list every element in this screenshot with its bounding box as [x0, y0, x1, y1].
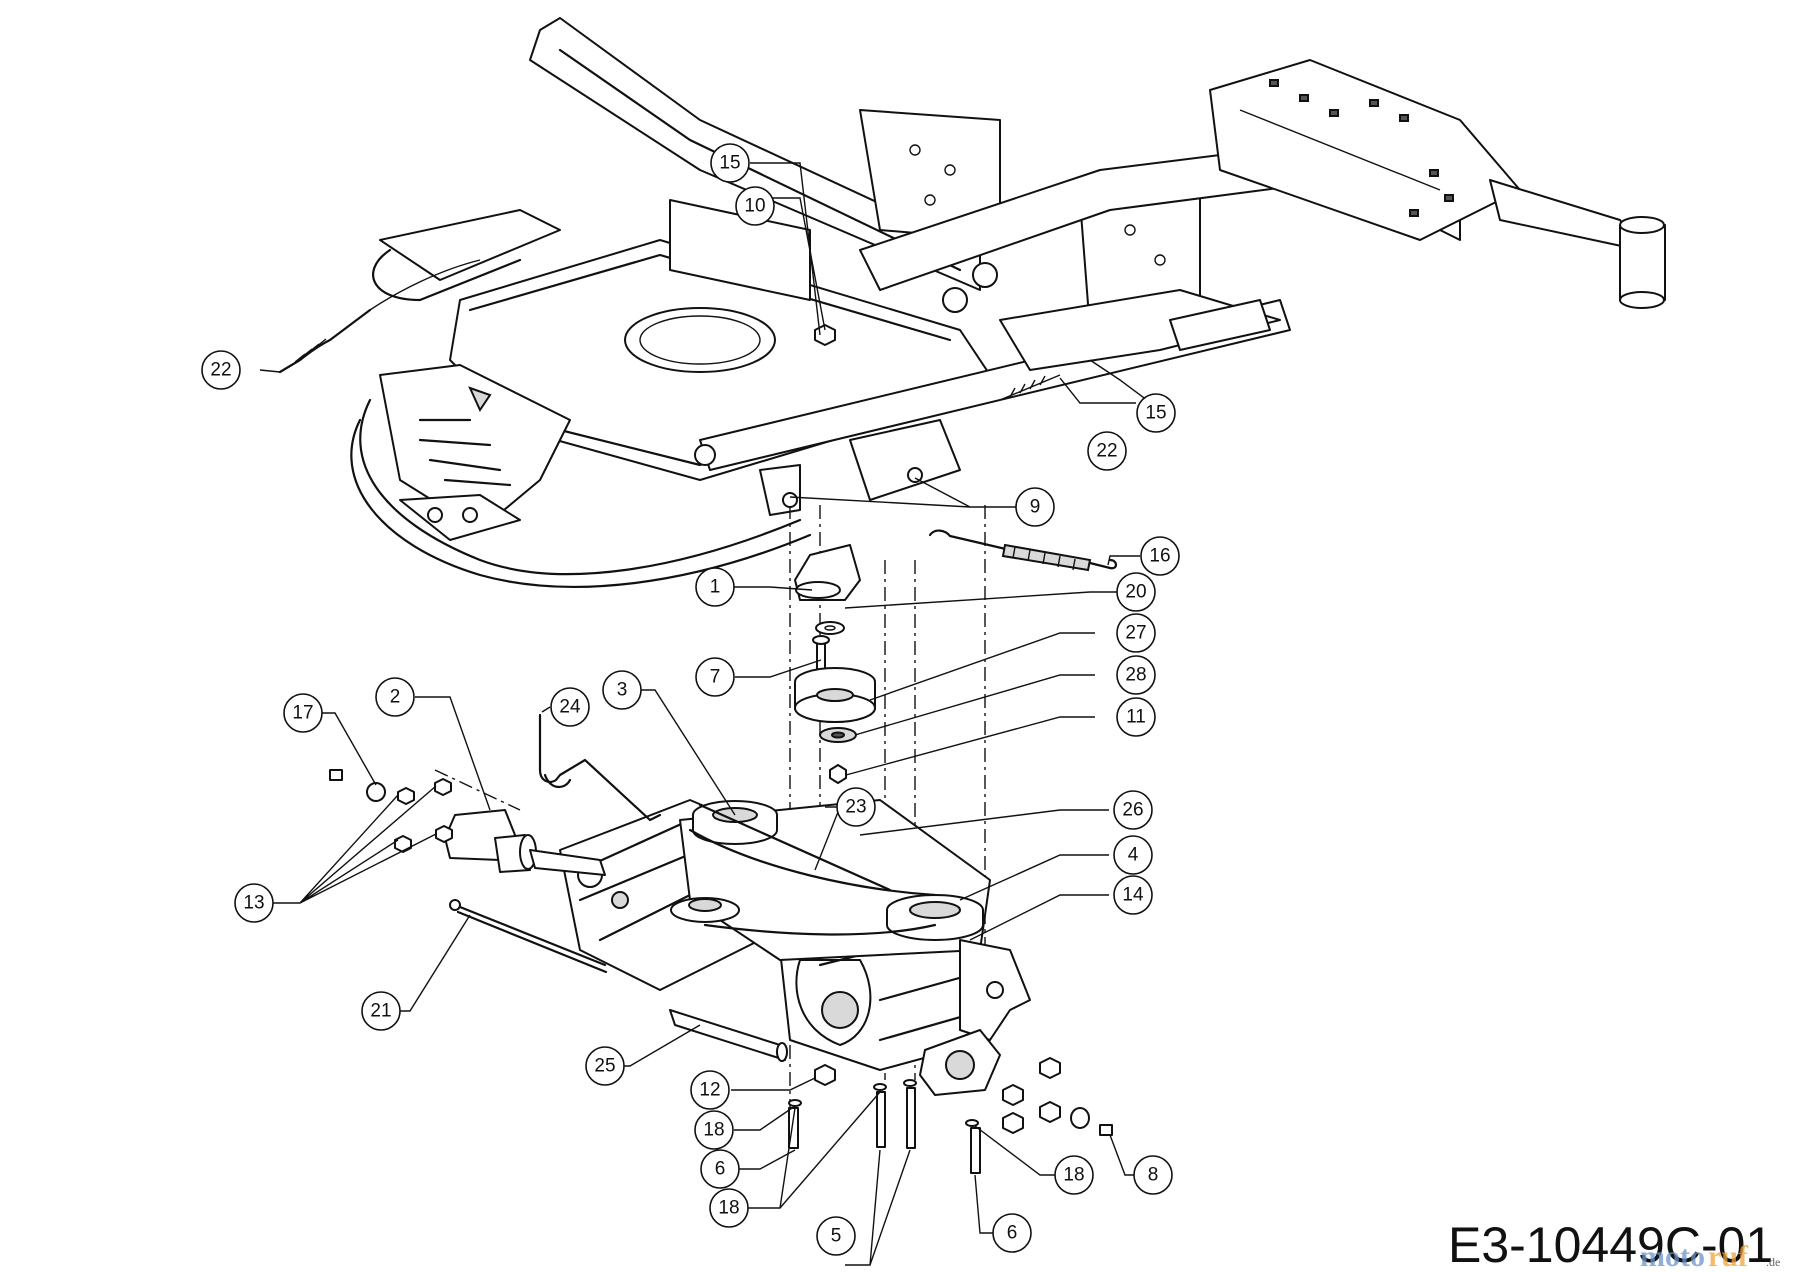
callout-15-right: 15: [1136, 393, 1176, 433]
svg-text:25: 25: [594, 1056, 615, 1077]
svg-text:5: 5: [831, 1226, 842, 1247]
callout-4: 4: [1113, 835, 1153, 875]
svg-text:ruf: ruf: [1708, 1240, 1749, 1272]
callout-24: 24: [550, 687, 590, 727]
callout-21: 21: [361, 991, 401, 1031]
callout-26: 26: [1113, 790, 1153, 830]
svg-text:18: 18: [703, 1120, 724, 1141]
svg-text:28: 28: [1125, 665, 1146, 686]
callout-27: 27: [1116, 613, 1156, 653]
svg-text:15: 15: [719, 153, 740, 174]
callout-28: 28: [1116, 655, 1156, 695]
callout-23: 23: [836, 787, 876, 827]
extension-spring: [928, 529, 1118, 572]
drawing-code: E3-10449C-01: [1448, 1217, 1773, 1272]
svg-text:24: 24: [559, 697, 581, 718]
callout-18-a: 18: [694, 1110, 734, 1150]
svg-text:7: 7: [710, 667, 721, 688]
callout-3: 3: [602, 670, 642, 710]
callout-7: 7: [695, 657, 735, 697]
svg-text:3: 3: [617, 680, 628, 701]
svg-text:18: 18: [718, 1198, 739, 1219]
svg-text:9: 9: [1030, 497, 1041, 518]
callout-12: 12: [690, 1070, 730, 1110]
svg-text:15: 15: [1145, 403, 1166, 424]
svg-text:16: 16: [1149, 546, 1170, 567]
svg-text:4: 4: [1128, 845, 1139, 866]
callout-11: 11: [1116, 697, 1156, 737]
svg-text:14: 14: [1122, 885, 1144, 906]
svg-text:8: 8: [1148, 1165, 1159, 1186]
svg-text:21: 21: [370, 1001, 391, 1022]
callout-16: 16: [1140, 536, 1180, 576]
callout-18-c: 18: [1054, 1155, 1094, 1195]
callout-13: 13: [234, 883, 274, 923]
svg-text:1: 1: [710, 577, 721, 598]
callout-6-right: 6: [992, 1213, 1032, 1253]
callout-1: 1: [695, 567, 735, 607]
callout-2: 2: [375, 677, 415, 717]
transaxle-assembly: [444, 713, 1031, 1096]
callout-5: 5: [816, 1216, 856, 1256]
callout-14: 14: [1113, 875, 1153, 915]
hardware: [329, 769, 1113, 1174]
svg-text:18: 18: [1063, 1165, 1084, 1186]
svg-text:13: 13: [243, 893, 264, 914]
callout-17: 17: [283, 693, 323, 733]
tension-spring-right: [999, 374, 1061, 401]
svg-text:10: 10: [744, 196, 765, 217]
callout-18-b: 18: [709, 1188, 749, 1228]
svg-text:12: 12: [699, 1080, 720, 1101]
svg-text:6: 6: [1007, 1223, 1018, 1244]
idler-stack: [782, 324, 923, 784]
svg-text:6: 6: [715, 1159, 726, 1180]
callout-15-top: 15: [710, 143, 750, 183]
svg-text:27: 27: [1125, 623, 1146, 644]
callout-20: 20: [1116, 572, 1156, 612]
svg-text:20: 20: [1125, 582, 1146, 603]
svg-text:2: 2: [390, 687, 401, 708]
svg-text:23: 23: [845, 797, 866, 818]
svg-text:22: 22: [1096, 441, 1117, 462]
svg-text:17: 17: [292, 703, 313, 724]
callout-8: 8: [1133, 1155, 1173, 1195]
callouts: 15 10 22 15 22 9 16 1 20 27 7 28 11 3 2 …: [201, 143, 1180, 1256]
svg-text:22: 22: [210, 360, 231, 381]
watermark-logo: moto ruf .de: [1640, 1240, 1780, 1272]
tension-spring-left: [278, 259, 481, 374]
chassis-frame: [350, 17, 1666, 588]
svg-text:moto: moto: [1640, 1240, 1705, 1272]
callout-6-left: 6: [700, 1149, 740, 1189]
svg-text:26: 26: [1122, 800, 1143, 821]
callout-22-left: 22: [201, 350, 241, 390]
svg-text:11: 11: [1126, 707, 1146, 728]
callout-22-right: 22: [1087, 431, 1127, 471]
callout-10: 10: [735, 186, 775, 226]
callout-25: 25: [585, 1046, 625, 1086]
svg-text:.de: .de: [1766, 1255, 1780, 1269]
callout-9: 9: [1015, 487, 1055, 527]
leader-lines: [259, 162, 1164, 1266]
